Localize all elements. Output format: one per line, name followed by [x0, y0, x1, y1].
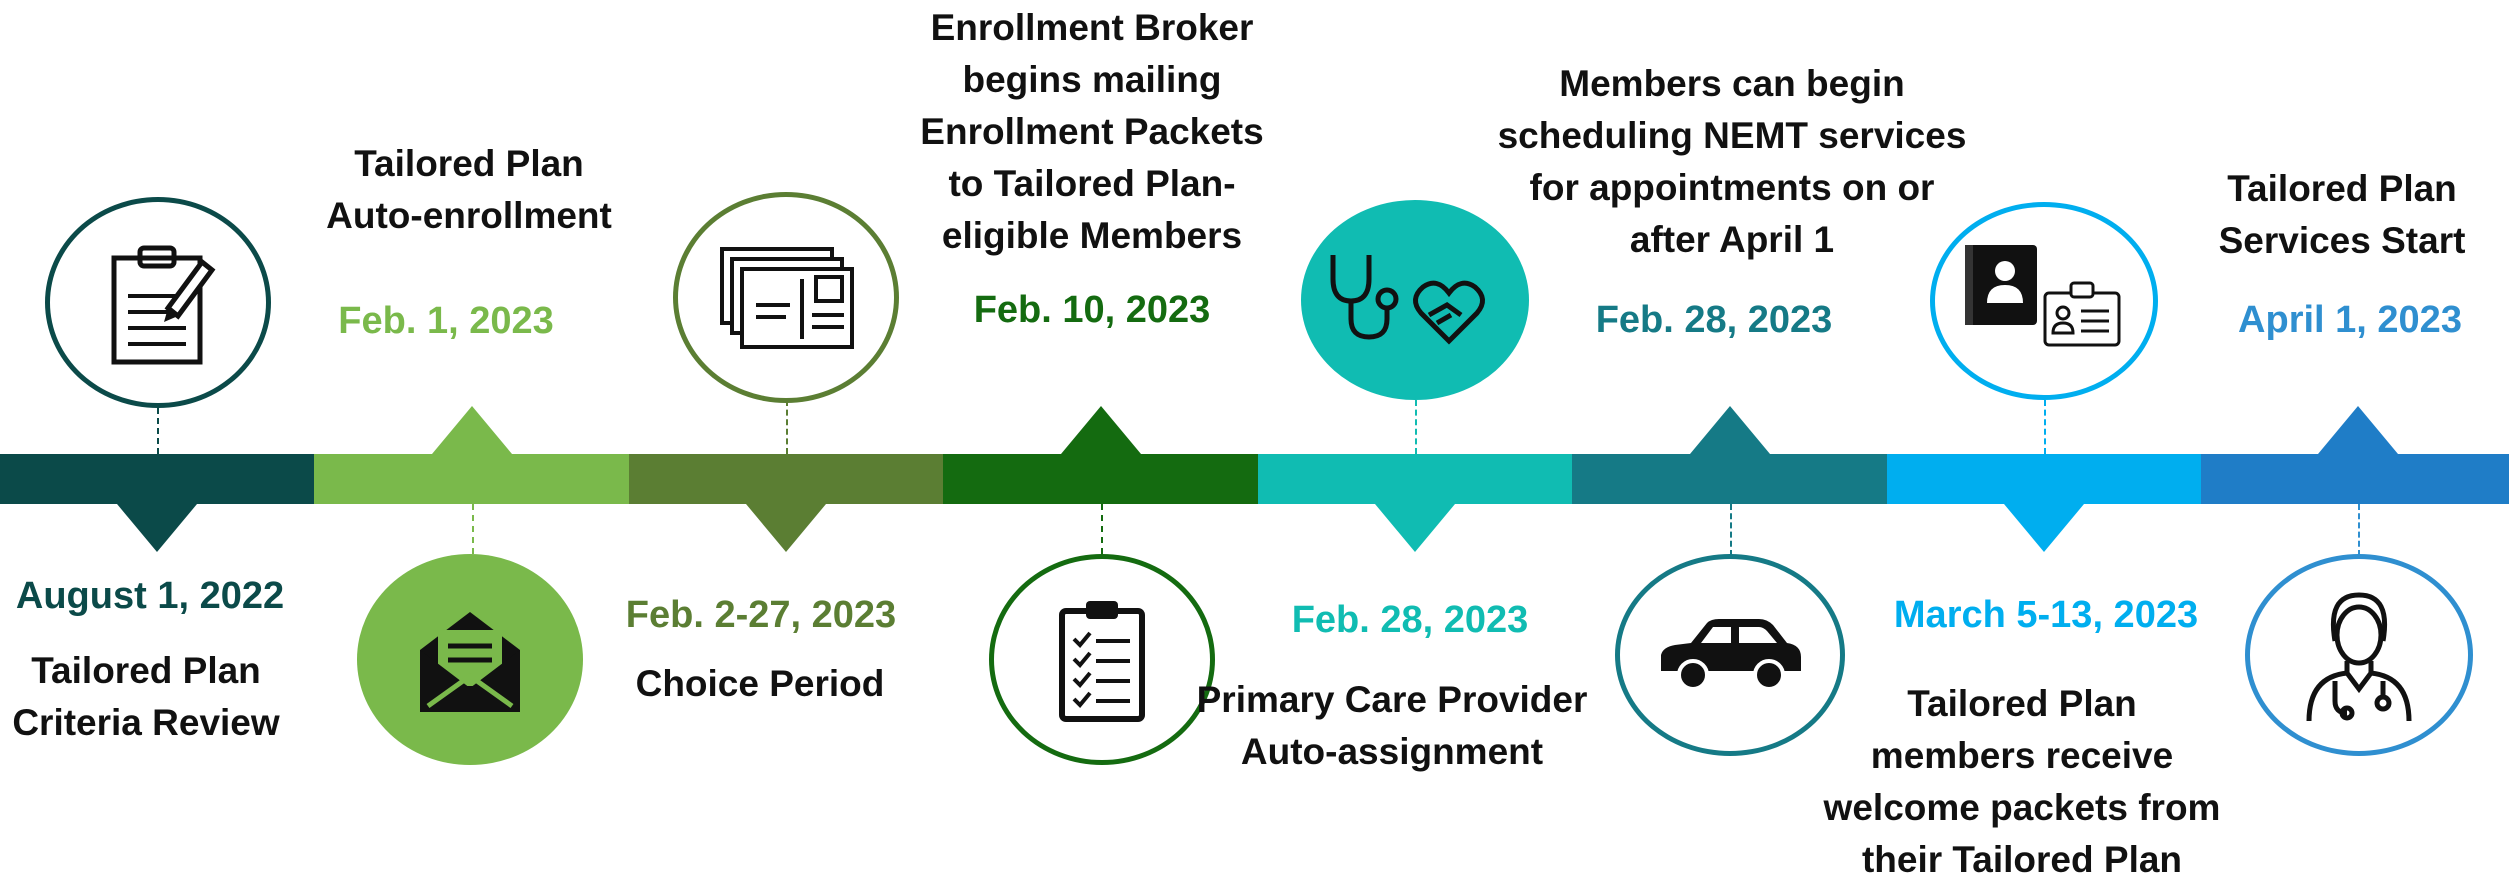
pointer-down-1	[117, 504, 197, 552]
connector-6	[1730, 504, 1732, 556]
milestone-7-date: March 5-13, 2023	[1893, 594, 2199, 636]
connector-5	[1415, 400, 1417, 454]
connector-7	[2044, 400, 2046, 454]
timeline-segment-5	[1258, 454, 1572, 504]
milestone-6-date: Feb. 28, 2023	[1595, 299, 1833, 341]
milestone-5-date: Feb. 28, 2023	[1291, 599, 1529, 641]
milestone-3-circle	[673, 192, 899, 403]
pointer-down-7	[2004, 504, 2084, 552]
timeline-segment-7	[1887, 454, 2201, 504]
postcards-icon	[720, 246, 854, 349]
milestone-8-circle	[2245, 554, 2473, 756]
milestone-1-circle	[45, 197, 271, 408]
milestone-2-date: Feb. 1, 2023	[338, 300, 554, 342]
doctor-icon	[2306, 592, 2412, 722]
pointer-up-8	[2318, 406, 2398, 454]
connector-2	[472, 504, 474, 554]
milestone-5-circle	[1301, 200, 1529, 400]
checklist-icon	[1059, 600, 1145, 722]
milestone-3-label: Choice Period	[635, 663, 885, 704]
pointer-up-2	[432, 406, 512, 454]
connector-4	[1101, 504, 1103, 554]
timeline-segment-6	[1572, 454, 1887, 504]
timeline-segment-8	[2201, 454, 2509, 504]
timeline-segment-1	[0, 454, 314, 504]
connector-1	[157, 408, 159, 454]
connector-3	[786, 400, 788, 454]
milestone-3-date: Feb. 2-27, 2023	[625, 594, 897, 636]
open-envelope-icon	[420, 611, 520, 712]
connector-8	[2358, 504, 2360, 556]
milestone-7-circle	[1930, 202, 2158, 400]
pointer-up-6	[1690, 406, 1770, 454]
pointer-down-5	[1375, 504, 1455, 552]
milestone-1-date: August 1, 2022	[15, 575, 285, 617]
member-card-icon	[1965, 245, 2121, 347]
timeline-segment-4	[943, 454, 1258, 504]
milestone-4-circle	[989, 554, 1215, 765]
pointer-down-3	[746, 504, 826, 552]
milestone-2-circle	[357, 554, 583, 765]
stethoscope-heart-icon	[1330, 255, 1485, 345]
timeline-segment-2	[314, 454, 629, 504]
milestone-6-circle	[1615, 554, 1845, 756]
car-icon	[1661, 619, 1801, 691]
clipboard-pencil-icon	[111, 245, 216, 364]
pointer-up-4	[1061, 406, 1141, 454]
milestone-4-date: Feb. 10, 2023	[973, 289, 1211, 331]
milestone-8-date: April 1, 2023	[2238, 299, 2462, 341]
timeline-segment-3	[629, 454, 943, 504]
